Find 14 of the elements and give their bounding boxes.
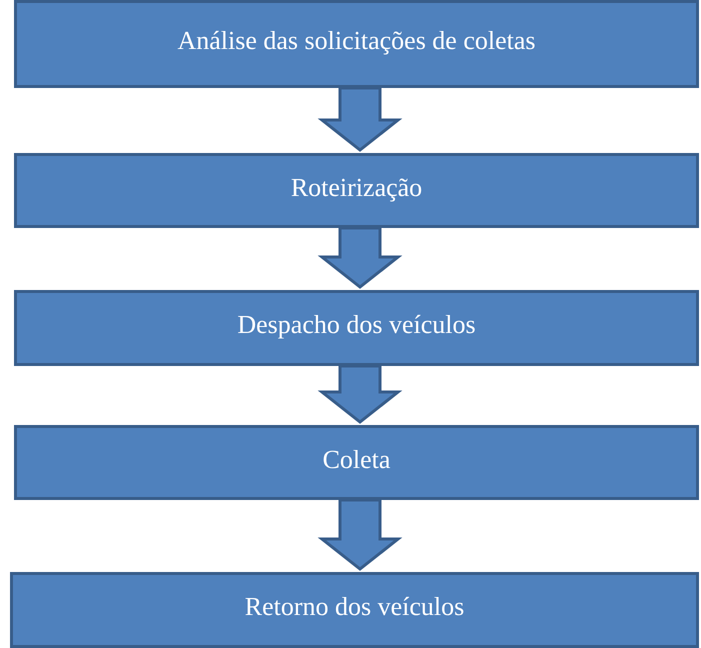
process-box (14, 290, 699, 366)
step-label: Despacho dos veículos (237, 310, 476, 340)
process-box (14, 0, 699, 88)
block-arrow (318, 364, 402, 424)
step-label: Retorno dos veículos (244, 592, 464, 622)
process-box (10, 572, 699, 648)
process-box (14, 153, 699, 228)
process-box (14, 425, 699, 500)
step-label: Coleta (322, 444, 390, 474)
step-label: Roteirização (290, 172, 422, 202)
step-label: Análise das solicitações de coletas (177, 26, 536, 56)
block-arrow (318, 226, 402, 289)
block-arrow (318, 498, 402, 571)
block-arrow (318, 86, 402, 152)
